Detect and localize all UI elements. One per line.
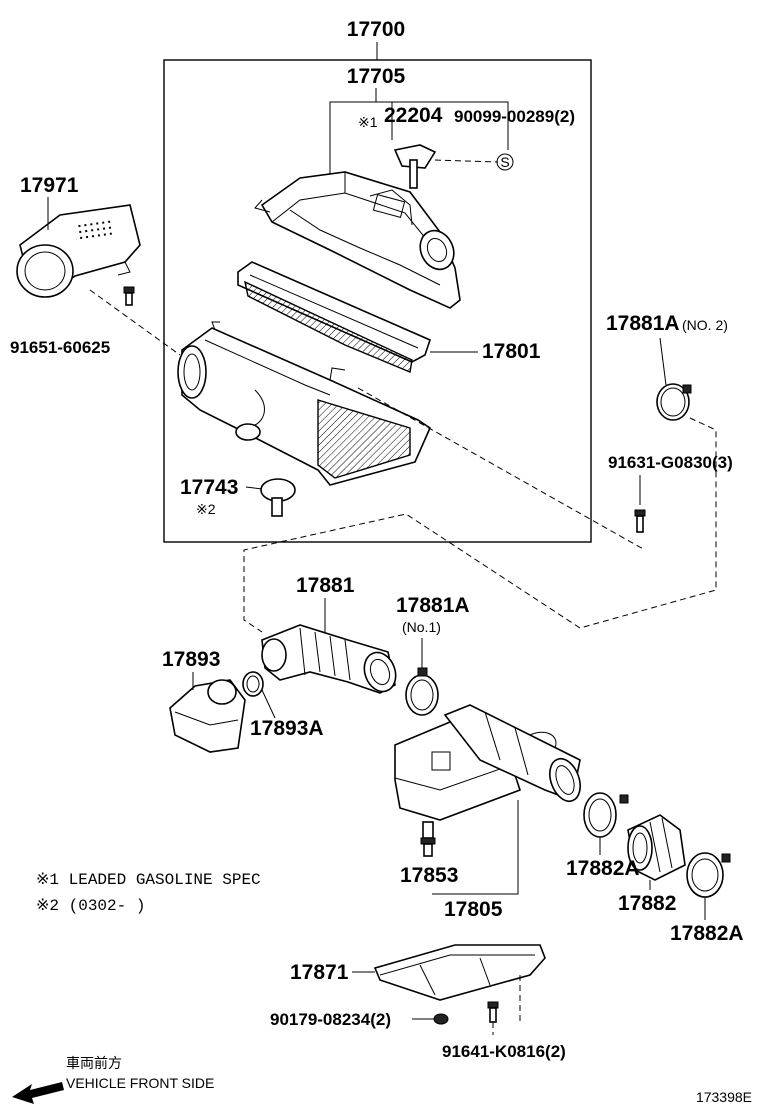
label-17700: 17700: [347, 18, 405, 41]
intake-hose: [261, 598, 397, 694]
intake-pipe-17805: [394, 704, 581, 895]
vehicle-front-jp: 車両前方: [66, 1055, 122, 1071]
label-91641: 91641-K0816(2): [442, 1042, 566, 1061]
clamp-17881a-no2: [656, 337, 692, 421]
vehicle-front-en: VEHICLE FRONT SIDE: [66, 1075, 214, 1091]
bolt-91631: [634, 475, 646, 533]
drawing-id: 173398E: [696, 1089, 752, 1105]
label-91631: 91631-G0830(3): [608, 453, 733, 472]
label-90179: 90179-08234(2): [270, 1010, 391, 1029]
air-flow-sensor: S: [393, 144, 514, 189]
note-production-date: ※2 (0302- ): [36, 897, 145, 915]
label-17853: 17853: [400, 864, 458, 887]
label-17871: 17871: [290, 961, 349, 984]
bolt-91641: [487, 975, 521, 1035]
nut-90179: [412, 1013, 449, 1025]
marker-1: ※1: [358, 114, 378, 130]
clamp-17882a-1: [583, 792, 629, 855]
clamp-17881a-no1: [405, 638, 439, 716]
assembly-frame: [163, 42, 592, 543]
vehicle-front-arrow: [12, 1082, 64, 1104]
label-17881a-no1-note: (No.1): [402, 619, 441, 635]
clamp-17882a-2: [686, 852, 731, 920]
label-17882a-1: 17882A: [566, 857, 640, 880]
label-17881a-no2-note: (NO. 2): [682, 317, 728, 333]
label-17881: 17881: [296, 574, 355, 597]
bolt-91651: [123, 286, 135, 306]
clamp-17893a: [242, 671, 276, 719]
label-17705: 17705: [347, 65, 406, 88]
vsv-part: [245, 478, 296, 517]
cap-bracket: [329, 88, 509, 175]
label-91651: 91651-60625: [10, 338, 110, 357]
bracket-17871: [352, 944, 546, 1001]
dashed-leaders-right: [243, 387, 717, 633]
label-17743: 17743: [180, 476, 238, 499]
screw-symbol: S: [500, 154, 509, 170]
label-17971: 17971: [20, 174, 79, 197]
air-cleaner-case: [177, 321, 432, 486]
note-leaded-gasoline: ※1 LEADED GASOLINE SPEC: [36, 871, 261, 889]
label-17893a: 17893A: [250, 717, 324, 740]
label-17881a-no1: 17881A: [396, 594, 470, 617]
hose-17882: [627, 814, 686, 890]
leader-inlet-case: [89, 289, 181, 356]
marker-2: ※2: [196, 501, 216, 517]
temp-sensor-17853: [420, 821, 436, 857]
label-17882: 17882: [618, 892, 676, 915]
label-90099: 90099-00289(2): [454, 107, 575, 126]
label-17801: 17801: [482, 340, 541, 363]
label-17882a-2: 17882A: [670, 922, 744, 945]
air-filter-element: [237, 261, 478, 373]
resonator-17893: [169, 672, 246, 753]
label-22204: 22204: [384, 104, 443, 127]
label-17805: 17805: [444, 898, 503, 921]
label-17881a-no2: 17881A: [606, 312, 680, 335]
air-cleaner-cap: [254, 171, 461, 309]
inlet-duct: [16, 197, 141, 298]
label-17893: 17893: [162, 648, 220, 671]
